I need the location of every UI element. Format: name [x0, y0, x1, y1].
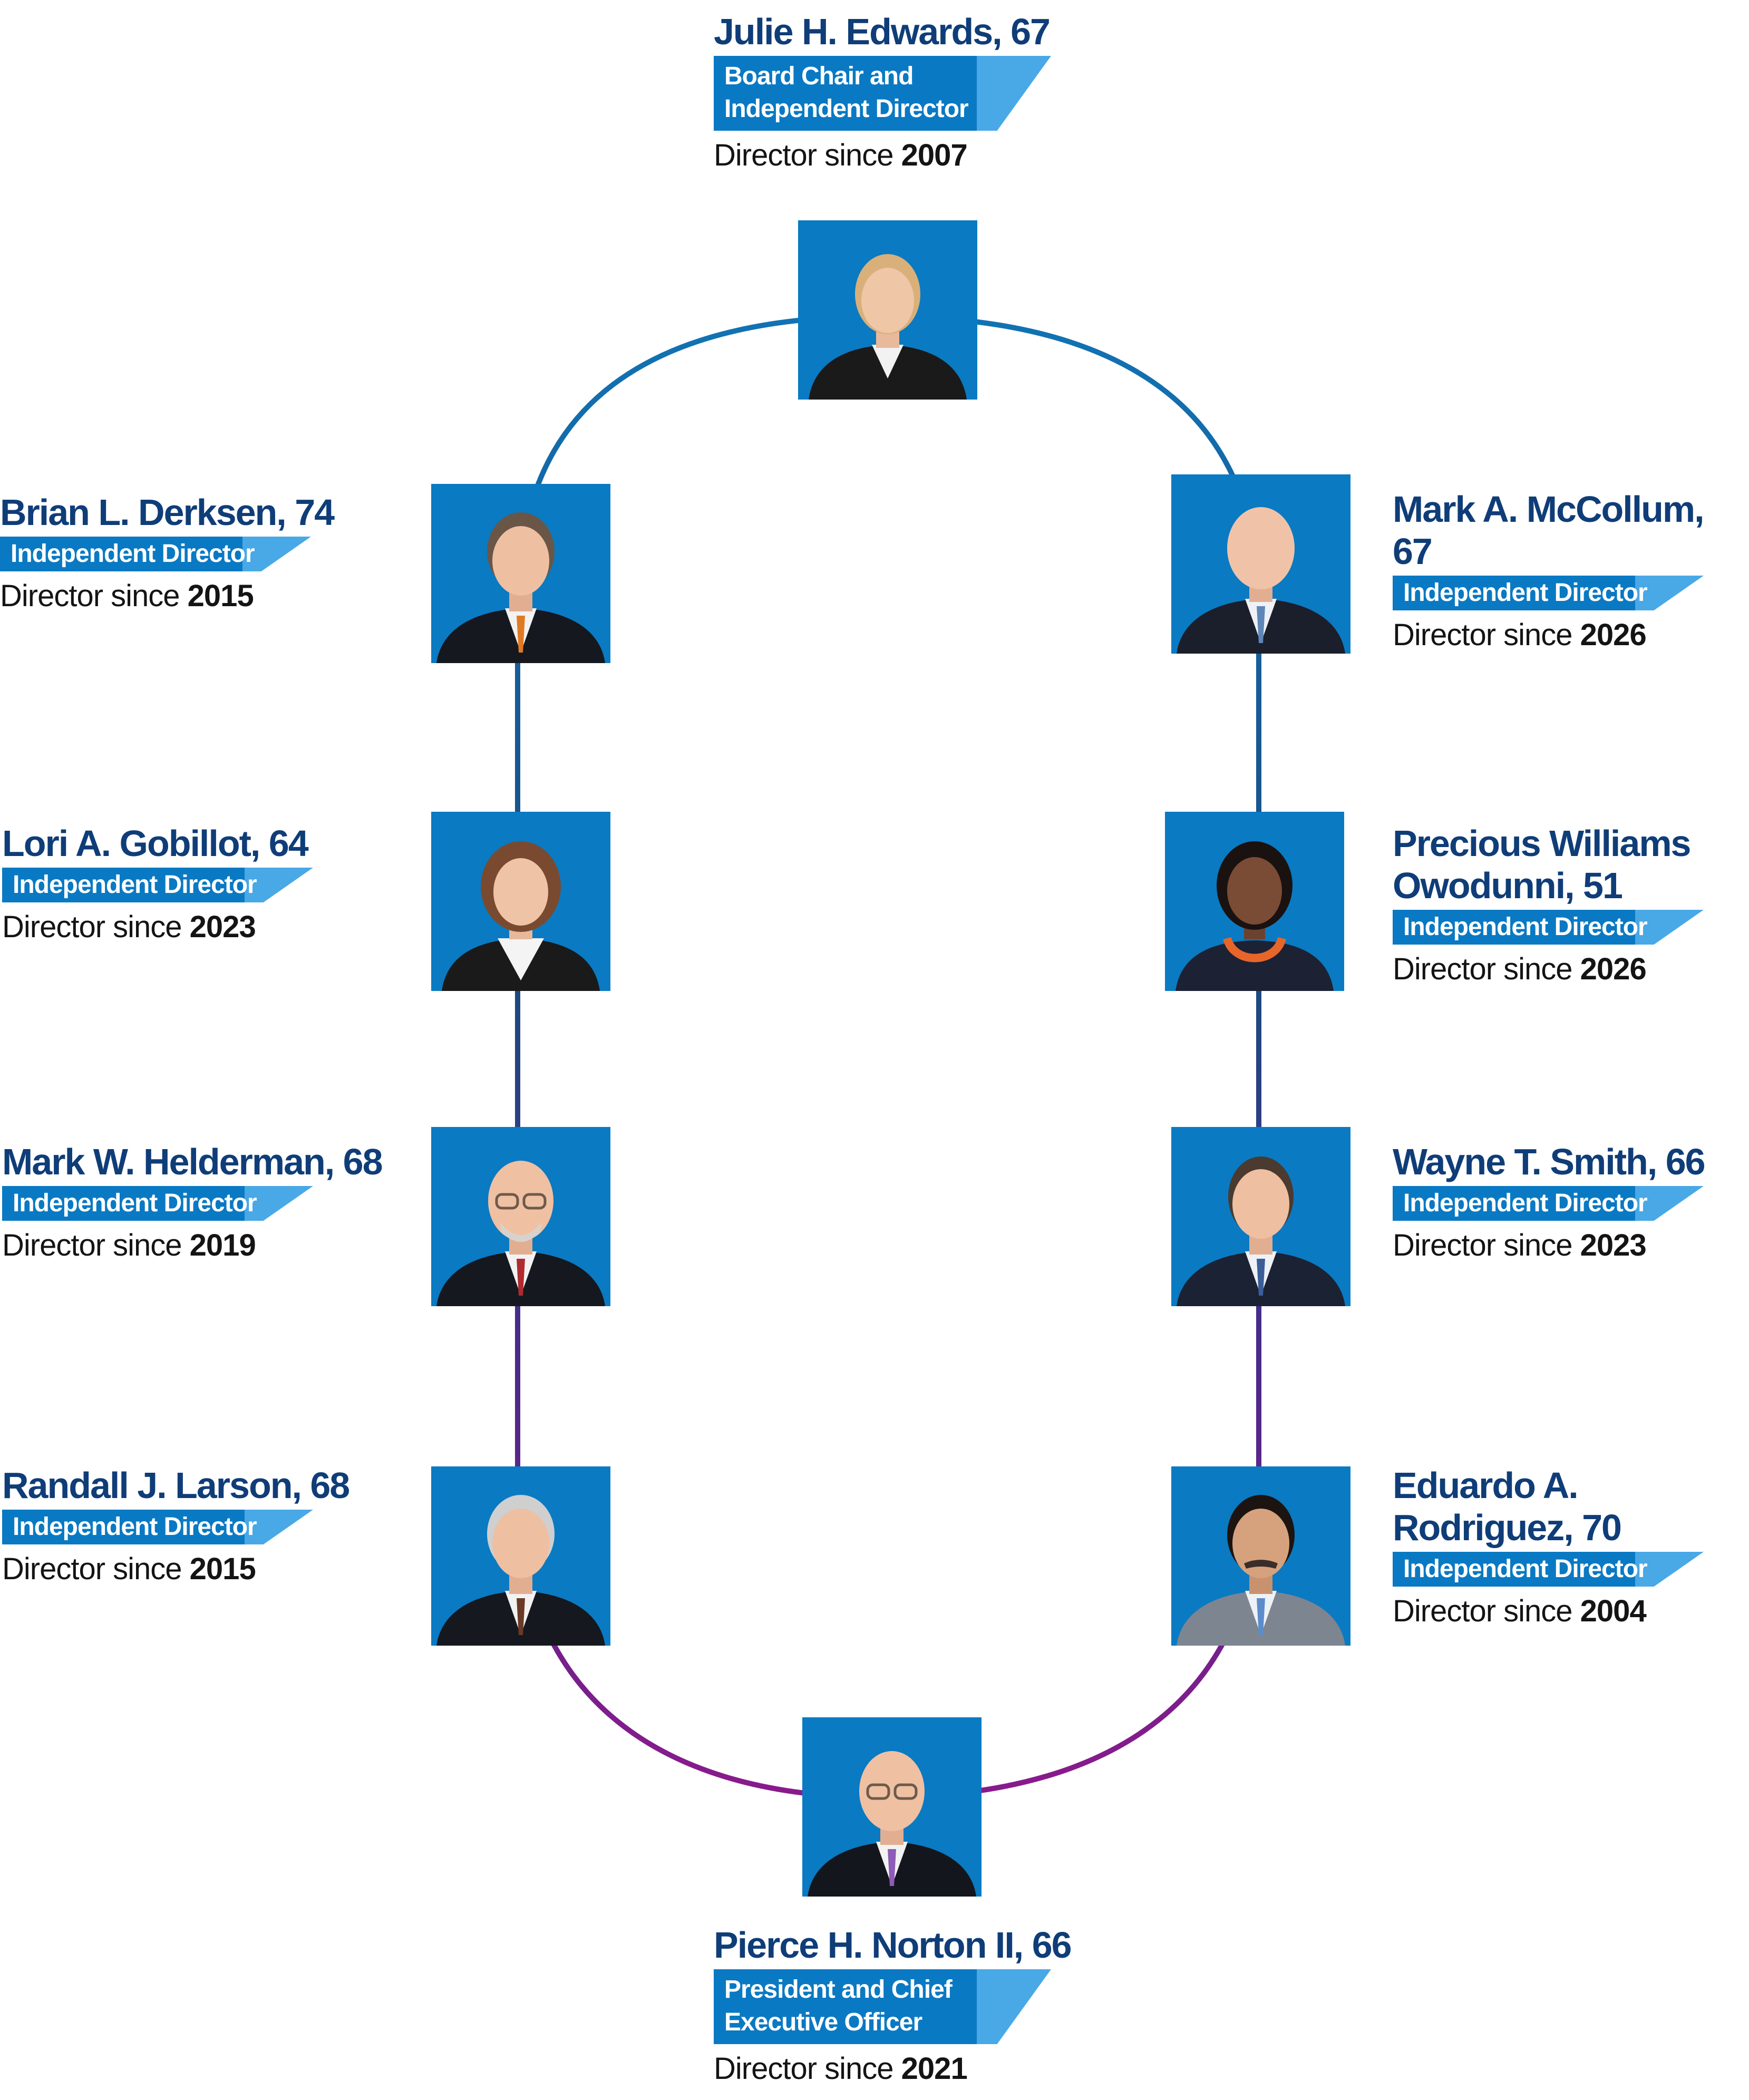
- label-mccollum: Mark A. McCollum, 67 Independent Directo…: [1393, 488, 1749, 656]
- portrait-icon: [798, 220, 977, 400]
- photo-edwards: [798, 220, 977, 400]
- director-since: Director since 2015: [2, 1552, 256, 1586]
- director-name: Mark W. Helderman, 68: [2, 1141, 383, 1182]
- label-smith: Wayne T. Smith, 66 Independent Director …: [1393, 1141, 1706, 1266]
- label-norton: Pierce H. Norton II, 66 President and Ch…: [714, 1924, 1072, 2089]
- photo-larson: [431, 1466, 610, 1646]
- role-text: Independent Director: [13, 1513, 257, 1541]
- portrait-icon: [1165, 812, 1344, 991]
- label-gobillot: Lori A. Gobillot, 64 Independent Directo…: [2, 822, 313, 948]
- portrait-icon: [431, 1127, 610, 1306]
- role-badge: Independent Director: [0, 537, 311, 571]
- director-name: Pierce H. Norton II, 66: [714, 1924, 1072, 1966]
- role-text: Board Chair and Independent Director: [724, 62, 969, 123]
- photo-gobillot: [431, 812, 610, 991]
- role-badge: Independent Director: [2, 1186, 313, 1221]
- director-name: Julie H. Edwards, 67: [714, 11, 1051, 52]
- role-badge: Independent Director: [2, 1510, 313, 1544]
- portrait-icon: [431, 484, 610, 663]
- role-text: President and Chief Executive Officer: [724, 1976, 953, 2036]
- director-name: Precious Williams Owodunni, 51: [1393, 823, 1692, 906]
- director-since: Director since 2023: [1393, 1228, 1647, 1262]
- portrait-icon: [802, 1717, 982, 1897]
- portrait-icon: [431, 1466, 610, 1646]
- director-name: Eduardo A. Rodriguez, 70: [1393, 1465, 1622, 1548]
- director-since: Director since 2026: [1393, 952, 1647, 986]
- role-badge: Board Chair and Independent Director: [714, 56, 1051, 131]
- role-badge: Independent Director: [1393, 1186, 1704, 1221]
- role-text: Independent Director: [1403, 1189, 1648, 1217]
- director-name: Mark A. McCollum, 67: [1393, 489, 1705, 572]
- director-name: Randall J. Larson, 68: [2, 1465, 350, 1506]
- label-owodunni: Precious Williams Owodunni, 51 Independe…: [1393, 822, 1704, 990]
- role-badge: Independent Director: [1393, 910, 1704, 945]
- photo-smith: [1171, 1127, 1350, 1306]
- role-badge: Independent Director: [2, 868, 313, 902]
- director-since: Director since 2004: [1393, 1594, 1647, 1628]
- director-name: Lori A. Gobillot, 64: [2, 823, 309, 864]
- director-since: Director since 2019: [2, 1228, 256, 1262]
- director-since: Director since 2021: [714, 2052, 968, 2086]
- photo-helderman: [431, 1127, 610, 1306]
- photo-rodriguez: [1171, 1466, 1350, 1646]
- photo-derksen: [431, 484, 610, 663]
- director-since: Director since 2007: [714, 138, 968, 172]
- label-rodriguez: Eduardo A. Rodriguez, 70 Independent Dir…: [1393, 1464, 1704, 1632]
- photo-owodunni: [1165, 812, 1344, 991]
- label-derksen: Brian L. Derksen, 74 Independent Directo…: [0, 491, 335, 617]
- portrait-icon: [431, 812, 610, 991]
- role-text: Independent Director: [1403, 579, 1648, 607]
- role-badge: President and Chief Executive Officer: [714, 1969, 1051, 2044]
- portrait-icon: [1171, 1127, 1350, 1306]
- director-since: Director since 2026: [1393, 618, 1647, 652]
- portrait-icon: [1171, 474, 1350, 654]
- photo-norton: [802, 1717, 982, 1897]
- role-text: Independent Director: [1403, 913, 1648, 941]
- director-name: Brian L. Derksen, 74: [0, 492, 335, 533]
- director-since: Director since 2015: [0, 579, 254, 613]
- role-badge: Independent Director: [1393, 576, 1704, 610]
- label-larson: Randall J. Larson, 68 Independent Direct…: [2, 1464, 350, 1590]
- role-text: Independent Director: [11, 540, 255, 568]
- director-name: Wayne T. Smith, 66: [1393, 1141, 1706, 1182]
- role-text: Independent Director: [13, 1189, 257, 1217]
- label-helderman: Mark W. Helderman, 68 Independent Direct…: [2, 1141, 383, 1266]
- role-badge: Independent Director: [1393, 1552, 1704, 1587]
- director-since: Director since 2023: [2, 910, 256, 944]
- photo-mccollum: [1171, 474, 1350, 654]
- portrait-icon: [1171, 1466, 1350, 1646]
- label-edwards: Julie H. Edwards, 67 Board Chair and Ind…: [714, 11, 1051, 176]
- role-text: Independent Director: [13, 871, 257, 899]
- role-text: Independent Director: [1403, 1555, 1648, 1583]
- ring-left-half: [515, 314, 881, 1800]
